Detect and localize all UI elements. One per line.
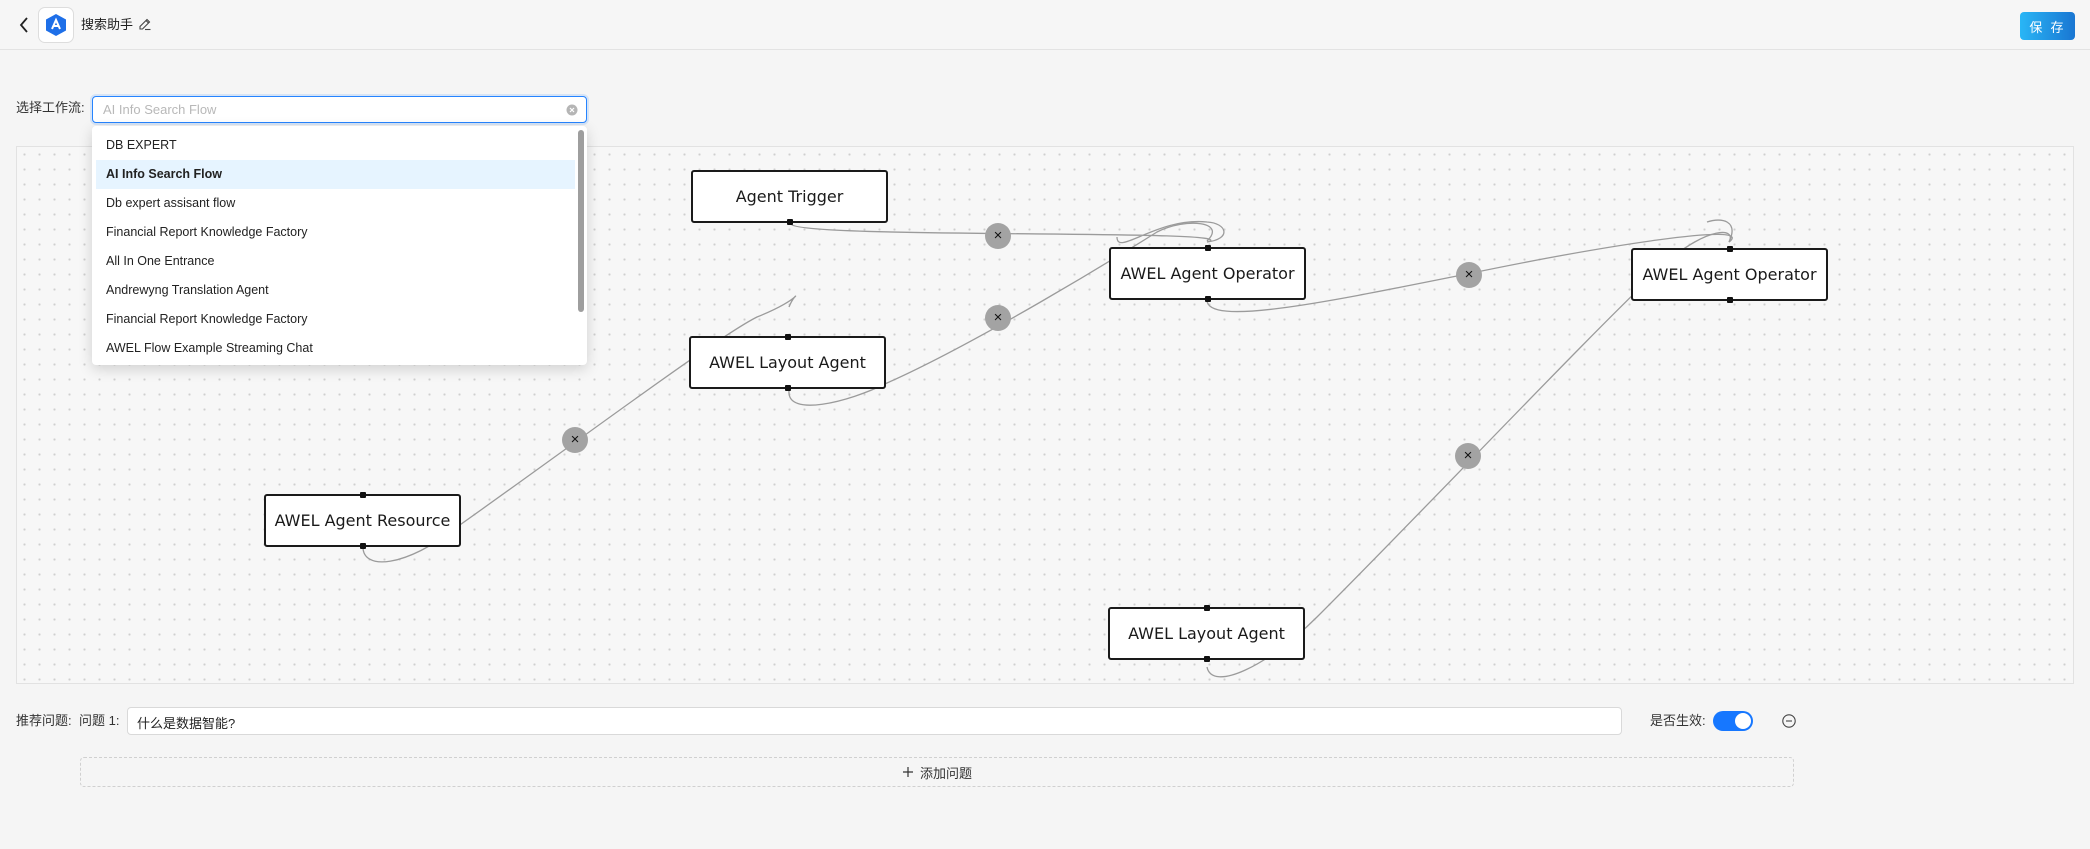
- active-label: 是否生效:: [1650, 713, 1706, 728]
- node-handle[interactable]: [784, 334, 791, 340]
- active-toggle[interactable]: [1713, 711, 1753, 731]
- questions-label: 推荐问题:: [16, 713, 72, 728]
- add-question-label: 添加问题: [919, 765, 972, 781]
- node-awel-layout-agent-1[interactable]: AWEL Layout Agent: [689, 334, 886, 391]
- dropdown-option[interactable]: AWEL Flow Example Streaming Chat: [106, 341, 313, 355]
- node-label: AWEL Agent Resource: [274, 511, 451, 530]
- edge-resource-to-layout: [362, 295, 797, 563]
- app-title: 搜索助手: [81, 17, 134, 32]
- clear-icon[interactable]: [566, 104, 578, 116]
- flow-select-dropdown: DB EXPERT AI Info Search Flow Db expert …: [92, 126, 587, 365]
- flow-select-label: 选择工作流:: [16, 100, 85, 115]
- dropdown-scrollbar[interactable]: [578, 130, 584, 312]
- node-label: AWEL Agent Operator: [1642, 265, 1817, 284]
- node-handle[interactable]: [1203, 656, 1210, 662]
- dropdown-option-selected[interactable]: AI Info Search Flow: [96, 160, 575, 189]
- flow-select-input[interactable]: AI Info Search Flow: [92, 96, 587, 123]
- node-handle[interactable]: [1726, 297, 1733, 303]
- node-awel-agent-resource[interactable]: AWEL Agent Resource: [264, 492, 461, 549]
- app-logo-icon: [38, 7, 74, 43]
- node-handle[interactable]: [359, 543, 366, 549]
- edge-delete-button[interactable]: ×: [985, 223, 1011, 249]
- flow-edges: [362, 219, 1733, 678]
- node-agent-trigger[interactable]: Agent Trigger: [691, 170, 888, 225]
- node-handle[interactable]: [1203, 605, 1210, 611]
- save-button[interactable]: 保 存: [2020, 12, 2075, 40]
- edge-layout-to-operator: [788, 222, 1214, 406]
- edge-delete-button[interactable]: ×: [1455, 443, 1481, 469]
- flow-select-value: AI Info Search Flow: [103, 102, 217, 117]
- node-awel-layout-agent-2[interactable]: AWEL Layout Agent: [1108, 605, 1305, 662]
- toggle-knob: [1735, 713, 1751, 729]
- node-awel-agent-operator-2[interactable]: AWEL Agent Operator: [1631, 246, 1828, 303]
- node-handle[interactable]: [784, 385, 791, 391]
- dropdown-option[interactable]: Financial Report Knowledge Factory: [106, 225, 308, 239]
- node-handle[interactable]: [1204, 245, 1211, 251]
- node-label: AWEL Layout Agent: [1128, 624, 1285, 643]
- dropdown-option[interactable]: Financial Report Knowledge Factory: [106, 312, 308, 326]
- node-handle[interactable]: [1204, 296, 1211, 302]
- dropdown-option[interactable]: Andrewyng Translation Agent: [106, 283, 269, 297]
- question-number-label: 问题 1:: [79, 713, 120, 728]
- plus-icon: [902, 767, 913, 777]
- edge-layout2-to-operator: [1206, 231, 1731, 678]
- edge-delete-button[interactable]: ×: [1456, 262, 1482, 288]
- back-arrow-icon[interactable]: [17, 15, 31, 35]
- node-label: AWEL Agent Operator: [1120, 264, 1295, 283]
- dropdown-option[interactable]: Db expert assisant flow: [106, 196, 236, 210]
- flow-canvas[interactable]: Agent Trigger AWEL Agent Operator AWEL A…: [16, 146, 2074, 684]
- node-awel-agent-operator-1[interactable]: AWEL Agent Operator: [1109, 245, 1306, 302]
- header-bar: 搜索助手 保 存: [0, 0, 2090, 50]
- node-label: Agent Trigger: [735, 187, 844, 206]
- add-question-button[interactable]: 添加问题: [80, 757, 1794, 787]
- node-handle[interactable]: [1726, 246, 1733, 252]
- edge-delete-button[interactable]: ×: [562, 427, 588, 453]
- remove-circle-icon[interactable]: [1781, 713, 1797, 729]
- edge-trigger-to-operator: [790, 220, 1225, 244]
- edit-icon[interactable]: [138, 17, 152, 31]
- node-label: AWEL Layout Agent: [709, 353, 866, 372]
- node-handle[interactable]: [359, 492, 366, 498]
- dropdown-option[interactable]: All In One Entrance: [106, 254, 215, 268]
- question-input[interactable]: 什么是数据智能?: [127, 707, 1622, 735]
- node-handle[interactable]: [786, 219, 793, 225]
- edge-delete-button[interactable]: ×: [985, 305, 1011, 331]
- dropdown-option[interactable]: DB EXPERT: [106, 138, 177, 152]
